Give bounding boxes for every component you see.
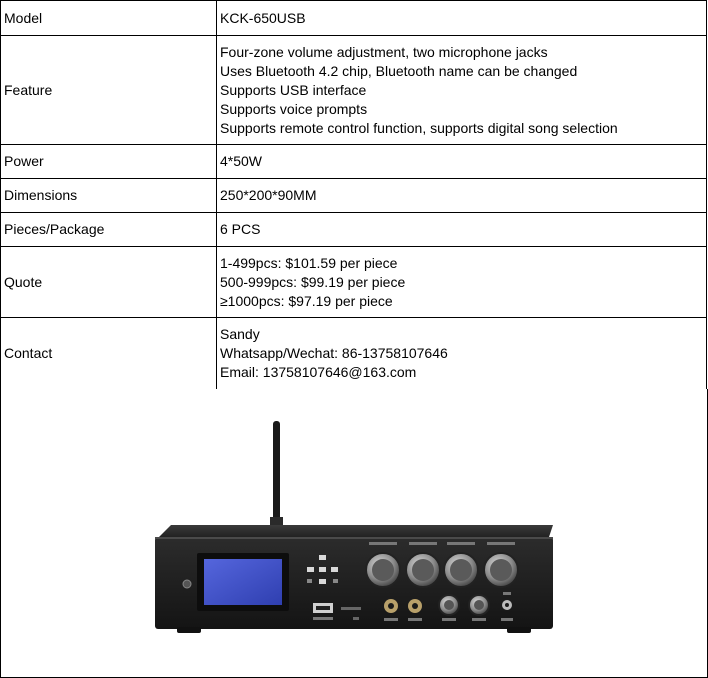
value-line: Uses Bluetooth 4.2 chip, Bluetooth name … — [220, 62, 578, 79]
row-value: 6 PCS — [216, 212, 707, 247]
volume-knobs — [365, 542, 519, 588]
value-line: Supports voice prompts — [220, 100, 368, 117]
value-line: 6 PCS — [220, 221, 261, 237]
mic-volume-knobs — [438, 594, 490, 621]
value-line: ≥1000pcs: $97.19 per piece — [220, 292, 393, 309]
spec-table-body: Model KCK-650USB Feature Four-zone volum… — [0, 0, 707, 390]
amplifier-top — [159, 525, 553, 537]
value-line: Email: 13758107646@163.com — [220, 364, 417, 380]
row-model: Model KCK-650USB — [0, 0, 707, 36]
product-image-cell — [0, 389, 708, 678]
value-line: KCK-650USB — [220, 9, 306, 26]
row-quote: Quote 1-499pcs: $101.59 per piece 500-99… — [0, 246, 707, 318]
lcd-display — [197, 553, 289, 611]
row-label: Model — [0, 0, 217, 36]
row-pieces-package: Pieces/Package 6 PCS — [0, 212, 707, 247]
value-line: 1-499pcs: $101.59 per piece — [220, 254, 398, 271]
row-label: Power — [0, 144, 217, 179]
row-feature: Feature Four-zone volume adjustment, two… — [0, 35, 707, 145]
spec-table: Model KCK-650USB Feature Four-zone volum… — [0, 0, 707, 390]
row-power: Power 4*50W — [0, 144, 707, 179]
row-value: KCK-650USB — [216, 0, 707, 36]
usb-port — [313, 603, 333, 620]
power-button — [182, 579, 192, 589]
row-dimensions: Dimensions 250*200*90MM — [0, 178, 707, 213]
value-line: 500-999pcs: $99.19 per piece — [220, 273, 406, 290]
value-line: Whatsapp/Wechat: 86-13758107646 — [220, 345, 448, 361]
value-line: Four-zone volume adjustment, two microph… — [220, 43, 548, 60]
row-value: Sandy Whatsapp/Wechat: 86-13758107646 Em… — [216, 317, 707, 390]
microphone-jacks — [384, 599, 422, 621]
headphone-jack — [501, 592, 513, 621]
value-line: 250*200*90MM — [220, 187, 317, 203]
row-value: 1-499pcs: $101.59 per piece 500-999pcs: … — [216, 246, 707, 318]
row-label: Feature — [0, 35, 217, 145]
row-label: Contact — [0, 317, 217, 390]
antenna — [270, 421, 283, 525]
row-label: Quote — [0, 246, 217, 318]
value-line: Sandy — [220, 326, 260, 342]
row-label: Pieces/Package — [0, 212, 217, 247]
value-line: Supports USB interface — [220, 81, 367, 98]
row-label: Dimensions — [0, 178, 217, 213]
navigation-buttons — [307, 555, 338, 584]
amplifier-photo — [155, 421, 553, 633]
row-value: 4*50W — [216, 144, 707, 179]
value-line: Supports remote control function, suppor… — [220, 119, 618, 136]
row-contact: Contact Sandy Whatsapp/Wechat: 86-137581… — [0, 317, 707, 390]
value-line: 4*50W — [220, 153, 263, 169]
row-value: 250*200*90MM — [216, 178, 707, 213]
row-value: Four-zone volume adjustment, two microph… — [216, 35, 707, 145]
